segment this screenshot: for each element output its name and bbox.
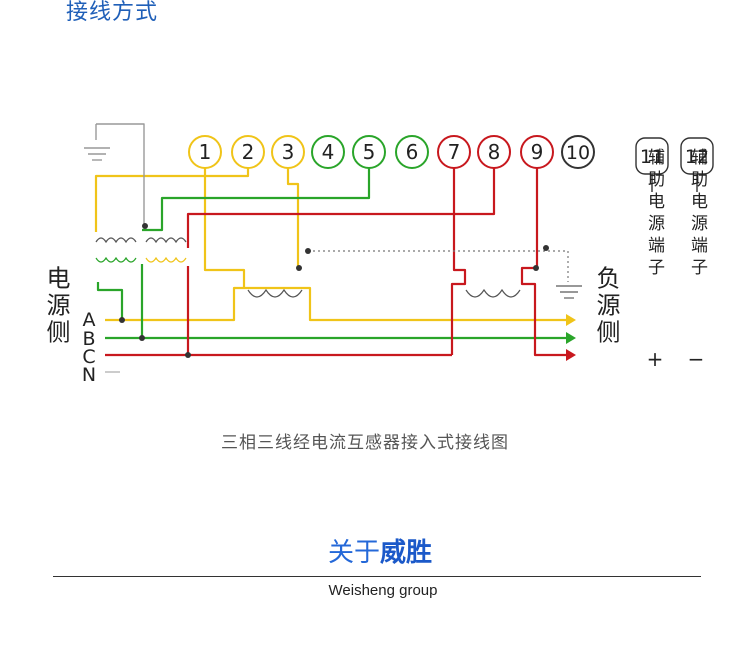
terminal-label: 2 <box>242 140 255 164</box>
divider <box>53 576 701 577</box>
wire-ground-top <box>95 123 145 226</box>
terminal-7 <box>437 135 471 169</box>
wire-dotted-link <box>308 250 569 282</box>
terminal-label: 7 <box>448 140 461 164</box>
terminal-label: 4 <box>322 140 335 164</box>
terminal-label: 3 <box>282 140 295 164</box>
terminal-1 <box>188 135 222 169</box>
about-brand: 威胜 <box>380 538 433 568</box>
wiring-diagram: 1 2 3 4 5 6 7 8 9 10 11 12 辅助电源端子 辅助电源端子… <box>42 123 714 386</box>
wire-terminal-1 <box>203 168 246 288</box>
aux-terminal-label: 11 <box>640 146 664 168</box>
wire-terminal-5 <box>142 168 371 232</box>
terminal-label: 5 <box>363 140 376 164</box>
voltage-transformer-coils <box>95 237 187 263</box>
ground-icon <box>84 147 110 161</box>
terminal-label: 1 <box>199 140 212 164</box>
phase-a-label: A <box>83 309 96 331</box>
terminal-8 <box>477 135 511 169</box>
terminal-4 <box>311 135 345 169</box>
load-side-label: 负源侧 <box>592 266 620 347</box>
wire-terminal-7 <box>450 168 467 355</box>
diagram-caption: 三相三线经电流互感器接入式接线图 <box>221 433 509 453</box>
wire-terminal-8 <box>186 168 496 248</box>
terminal-label: 10 <box>566 142 590 164</box>
aux-terminal-label: 12 <box>685 146 709 168</box>
terminal-label: 9 <box>531 140 544 164</box>
aux-label-left: 辅助电源端子 <box>644 148 665 280</box>
terminal-9 <box>520 135 554 169</box>
phase-c-label: C <box>82 346 95 368</box>
terminal-3 <box>271 135 305 169</box>
about-prefix: 关于 <box>327 538 380 568</box>
wire-ct-b-left <box>96 282 124 320</box>
terminal-5 <box>352 135 386 169</box>
aux-plus: + <box>647 347 664 371</box>
terminal-2 <box>231 135 265 169</box>
section-heading: 接线方式 <box>66 0 159 25</box>
phase-n-label: N <box>82 364 96 386</box>
ground-icon <box>556 285 582 299</box>
terminal-label: 8 <box>488 140 501 164</box>
source-side-label: 电源侧 <box>42 266 70 347</box>
current-transformer-coils <box>247 288 521 298</box>
wire-terminal-3 <box>286 168 300 268</box>
phase-b-label: B <box>82 328 95 350</box>
about-title: 关于威胜 <box>0 532 750 569</box>
terminal-label: 6 <box>406 140 419 164</box>
aux-label-right: 辅助电源端子 <box>687 148 708 280</box>
load-arrows <box>566 314 576 361</box>
wire-phase-a <box>105 286 568 322</box>
wire-terminal-2 <box>94 168 250 232</box>
aux-minus: − <box>688 347 705 371</box>
terminal-10 <box>561 135 595 169</box>
group-name: Weisheng group <box>328 582 438 599</box>
terminal-6 <box>395 135 429 169</box>
wire-terminal-9 <box>520 168 568 357</box>
